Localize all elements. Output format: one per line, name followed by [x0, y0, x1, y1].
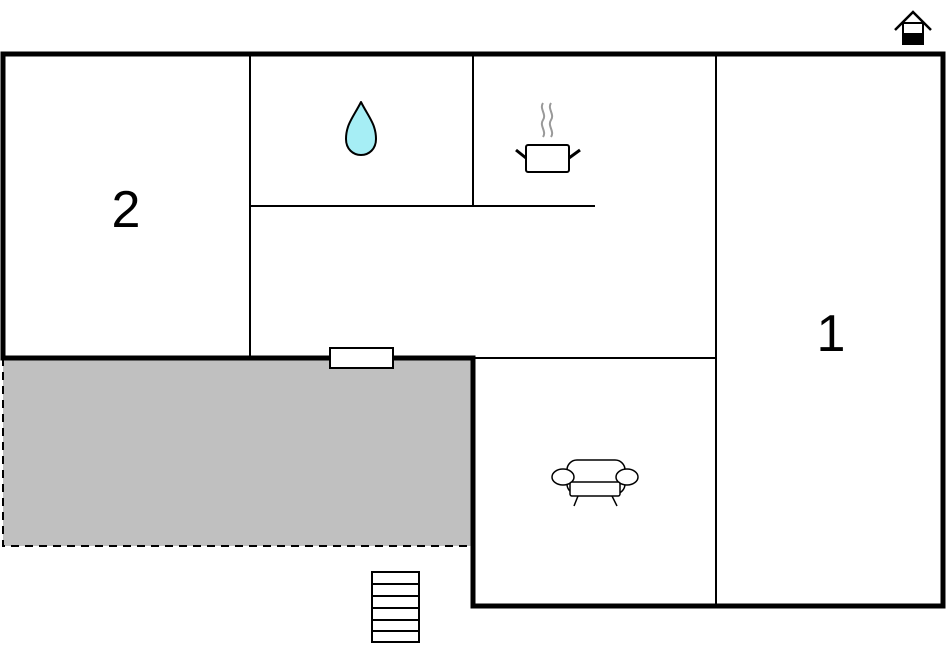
room-number-1: 1 — [817, 305, 846, 363]
room-bedroom-2: 2 — [112, 181, 141, 239]
cooking-pot-icon — [515, 102, 581, 173]
room-number-2: 2 — [112, 181, 141, 239]
outer-walls — [0, 51, 946, 609]
interior-walls — [249, 54, 717, 606]
house-icon — [894, 10, 932, 45]
terrace — [2, 358, 472, 547]
door-icon — [329, 347, 394, 369]
water-drop-icon — [345, 101, 377, 156]
sofa-icon — [551, 459, 639, 507]
room-bedroom-1: 1 — [817, 305, 846, 363]
stairs-icon — [371, 571, 420, 643]
